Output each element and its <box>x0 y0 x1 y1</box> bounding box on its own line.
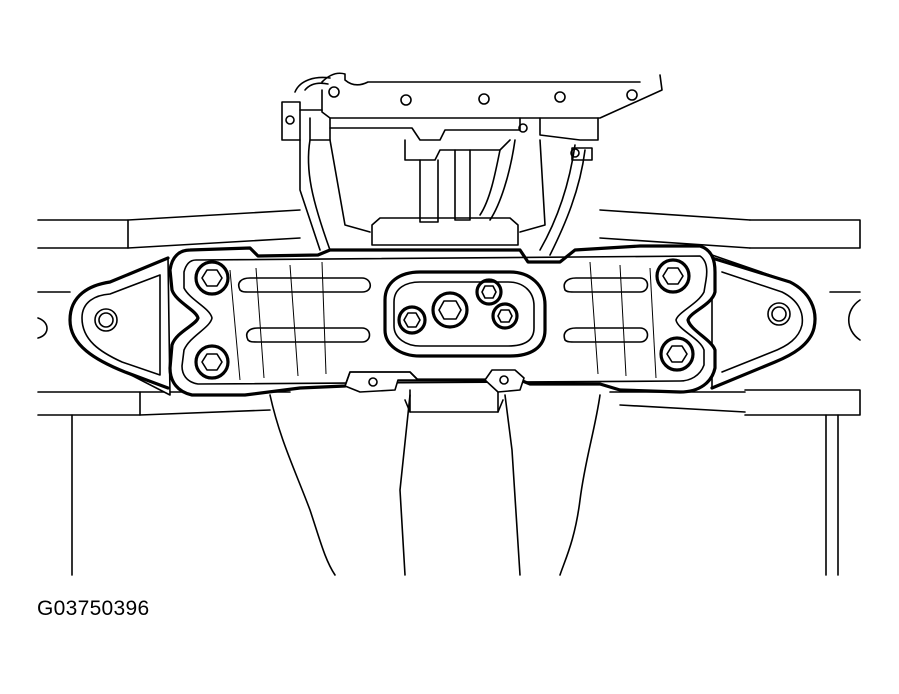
bolt-left-wing <box>94 308 118 332</box>
bolt-center-main <box>431 291 469 329</box>
bolt-left-upper <box>194 260 230 296</box>
bolt-center-upper-right <box>475 278 503 306</box>
crossmember <box>68 244 817 397</box>
bolt-right-lower <box>659 336 695 372</box>
bolt-center-left <box>397 305 427 335</box>
bolt-right-upper <box>655 258 691 294</box>
figure-id-label: G03750396 <box>37 597 150 620</box>
frame-rails <box>37 209 861 416</box>
transmission-housing <box>281 72 663 256</box>
bolt-right-wing <box>767 302 791 326</box>
mounting-bolts <box>94 258 791 380</box>
bolt-center-lower-right <box>491 302 519 330</box>
bolt-left-lower <box>194 344 230 380</box>
lower-structure <box>71 389 839 576</box>
